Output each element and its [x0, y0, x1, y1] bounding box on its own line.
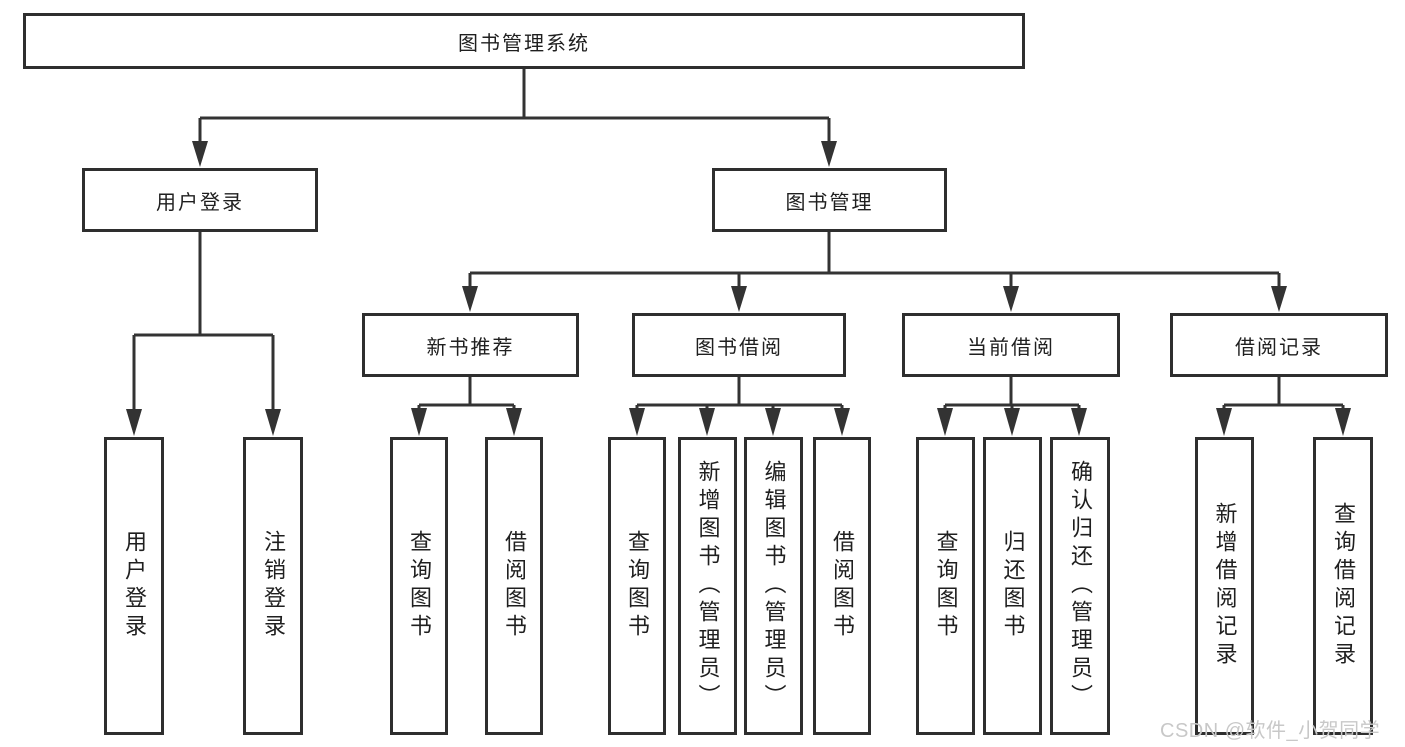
leaf-bb-borrow-books: 借阅图书: [813, 437, 871, 735]
arrow-down-icon: [265, 409, 281, 436]
connector-current-borrowing-to-leaves: [937, 377, 1087, 436]
arrow-down-icon: [1335, 408, 1351, 436]
leaf-label: 新增图书（管理员）: [695, 460, 721, 712]
arrow-down-icon: [1071, 408, 1087, 436]
arrow-down-icon: [411, 408, 427, 436]
leaf-bb-add-books-admin: 新增图书（管理员）: [678, 437, 737, 735]
connector-root-to-level2: [192, 69, 837, 167]
leaf-label: 借阅图书: [502, 530, 527, 642]
node-label: 图书借阅: [695, 336, 783, 359]
leaf-label: 注销登录: [261, 530, 286, 642]
leaf-cb-return-books: 归还图书: [983, 437, 1042, 735]
arrow-down-icon: [834, 408, 850, 436]
leaf-label: 编辑图书（管理员）: [761, 460, 787, 712]
arrow-down-icon: [821, 141, 837, 167]
arrow-down-icon: [192, 141, 208, 167]
connector-borrowing-records-to-leaves: [1216, 377, 1351, 436]
leaf-label: 确认归还（管理员）: [1068, 460, 1093, 712]
leaf-label: 查询图书: [625, 530, 650, 642]
leaf-cb-confirm-return-admin: 确认归还（管理员）: [1050, 437, 1110, 735]
arrow-down-icon: [1004, 408, 1020, 436]
leaf-br-add-record: 新增借阅记录: [1195, 437, 1254, 735]
node-current-borrowing: 当前借阅: [902, 313, 1120, 377]
leaf-label: 查询图书: [407, 530, 432, 642]
node-book-management: 图书管理: [712, 168, 947, 232]
node-label: 图书管理: [785, 191, 874, 214]
leaf-label: 查询借阅记录: [1331, 502, 1356, 670]
arrow-down-icon: [731, 286, 747, 312]
node-book-borrowing: 图书借阅: [632, 313, 846, 377]
leaf-label: 归还图书: [1000, 530, 1026, 642]
arrow-down-icon: [1003, 286, 1019, 312]
arrow-down-icon: [1216, 408, 1232, 436]
leaf-user-login: 用户登录: [104, 437, 164, 735]
arrow-down-icon: [699, 408, 715, 436]
arrow-down-icon: [937, 408, 953, 436]
node-root: 图书管理系统: [23, 13, 1025, 69]
node-label: 借阅记录: [1235, 336, 1323, 359]
connector-user-login-to-leaves: [126, 232, 281, 436]
arrow-down-icon: [765, 408, 781, 436]
node-new-book-recommend: 新书推荐: [362, 313, 579, 377]
leaf-bb-edit-books-admin: 编辑图书（管理员）: [744, 437, 803, 735]
node-borrowing-records: 借阅记录: [1170, 313, 1388, 377]
leaf-nbr-borrow-books: 借阅图书: [485, 437, 543, 735]
node-label: 新书推荐: [426, 336, 515, 359]
leaf-label: 新增借阅记录: [1212, 502, 1238, 670]
leaf-label: 用户登录: [122, 530, 147, 642]
watermark: CSDN @软件_小贺同学: [1160, 720, 1381, 742]
leaf-label: 借阅图书: [830, 530, 855, 642]
arrow-down-icon: [126, 409, 142, 436]
arrow-down-icon: [462, 286, 478, 312]
connector-book-borrowing-to-leaves: [629, 377, 850, 436]
connector-new-book-recommend-to-leaves: [411, 377, 522, 436]
node-label: 图书管理系统: [458, 32, 590, 55]
leaf-nbr-query-books: 查询图书: [390, 437, 448, 735]
leaf-bb-query-books: 查询图书: [608, 437, 666, 735]
leaf-br-query-record: 查询借阅记录: [1313, 437, 1373, 735]
node-label: 当前借阅: [967, 336, 1055, 359]
leaf-logout: 注销登录: [243, 437, 303, 735]
arrow-down-icon: [629, 408, 645, 436]
connector-book-management-to-level3: [462, 232, 1287, 312]
arrow-down-icon: [506, 408, 522, 436]
leaf-label: 查询图书: [933, 530, 959, 642]
arrow-down-icon: [1271, 286, 1287, 312]
node-label: 用户登录: [156, 191, 244, 214]
node-user-login: 用户登录: [82, 168, 318, 232]
leaf-cb-query-books: 查询图书: [916, 437, 975, 735]
